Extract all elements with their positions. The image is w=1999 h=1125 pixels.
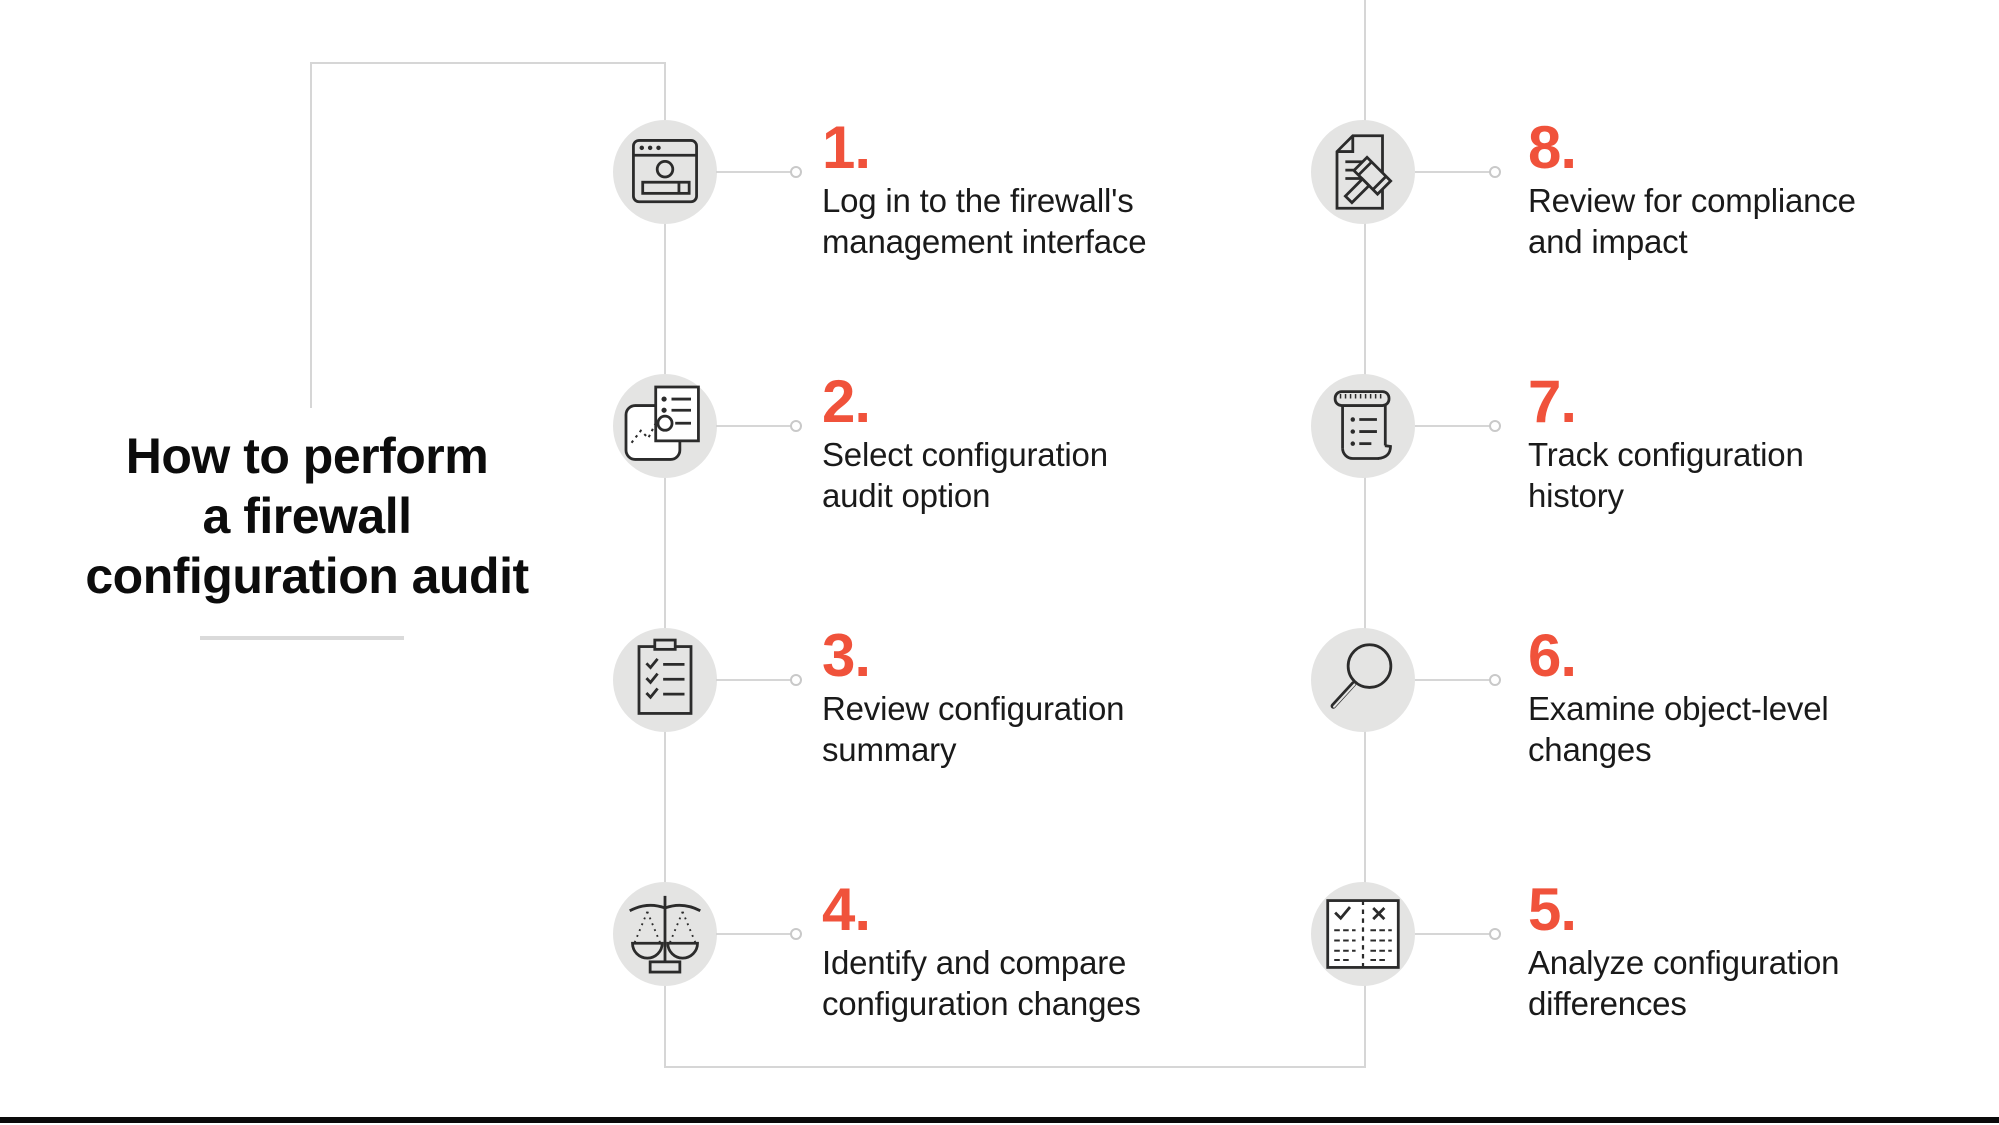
step-4-stub-line	[716, 933, 792, 935]
step-1-stub-line	[716, 171, 792, 173]
select-option-icon	[624, 385, 700, 461]
step-8-icon-circle	[1311, 120, 1415, 224]
step-6-text: Examine object-level changes	[1528, 690, 1829, 768]
step-6-node-dot	[1489, 674, 1501, 686]
title-line: How to perform	[125, 428, 489, 484]
title-line: a firewall	[202, 488, 413, 544]
step-7-number: 7.	[1528, 368, 1577, 435]
step-5-node-dot	[1489, 928, 1501, 940]
title-underline	[200, 636, 404, 640]
scroll-icon	[1333, 390, 1392, 460]
step-3-icon-circle	[613, 628, 717, 732]
step-3-node-dot	[790, 674, 802, 686]
step-4-node-dot	[790, 928, 802, 940]
step-7-stub-line	[1415, 425, 1491, 427]
step-2-number: 2.	[822, 368, 871, 435]
step-1-text: Log in to the firewall's management inte…	[822, 182, 1147, 260]
footer-bar	[0, 1117, 1999, 1123]
step-3-stub-line	[716, 679, 792, 681]
step-2-stub-line	[716, 425, 792, 427]
document-gavel-icon	[1335, 134, 1393, 210]
page-title: How to perform a firewall configuration …	[40, 426, 574, 606]
connector-title-stub	[310, 62, 312, 408]
step-2-icon-circle	[613, 374, 717, 478]
step-7-icon-circle	[1311, 374, 1415, 478]
step-1-icon-circle	[613, 120, 717, 224]
step-3-text: Review configuration summary	[822, 690, 1125, 768]
balance-scales-icon	[629, 895, 701, 974]
step-5-number: 5.	[1528, 876, 1577, 943]
connector-right-column-vertical	[1364, 0, 1366, 1068]
title-line: configuration audit	[85, 548, 529, 604]
step-4-number: 4.	[822, 876, 871, 943]
step-7-node-dot	[1489, 420, 1501, 432]
connector-top-horizontal	[310, 62, 666, 64]
connector-bottom-horizontal	[664, 1066, 1366, 1068]
step-5-icon-circle	[1311, 882, 1415, 986]
step-6-stub-line	[1415, 679, 1491, 681]
step-5-text: Analyze configuration differences	[1528, 944, 1840, 1022]
step-2-node-dot	[790, 420, 802, 432]
step-4-icon-circle	[613, 882, 717, 986]
compare-columns-icon	[1326, 899, 1400, 969]
checklist-icon	[637, 638, 693, 715]
step-6-number: 6.	[1528, 622, 1577, 689]
connector-left-column-vertical	[664, 62, 666, 1068]
login-window-icon	[632, 139, 698, 204]
step-3-number: 3.	[822, 622, 871, 689]
step-5-stub-line	[1415, 933, 1491, 935]
step-6-icon-circle	[1311, 628, 1415, 732]
step-7-text: Track configuration history	[1528, 436, 1804, 514]
step-1-number: 1.	[822, 114, 871, 181]
magnifier-icon	[1330, 643, 1393, 709]
step-8-node-dot	[1489, 166, 1501, 178]
step-1-node-dot	[790, 166, 802, 178]
step-8-number: 8.	[1528, 114, 1577, 181]
step-8-stub-line	[1415, 171, 1491, 173]
step-8-text: Review for compliance and impact	[1528, 182, 1856, 260]
step-4-text: Identify and compare configuration chang…	[822, 944, 1141, 1022]
step-2-text: Select configuration audit option	[822, 436, 1108, 514]
